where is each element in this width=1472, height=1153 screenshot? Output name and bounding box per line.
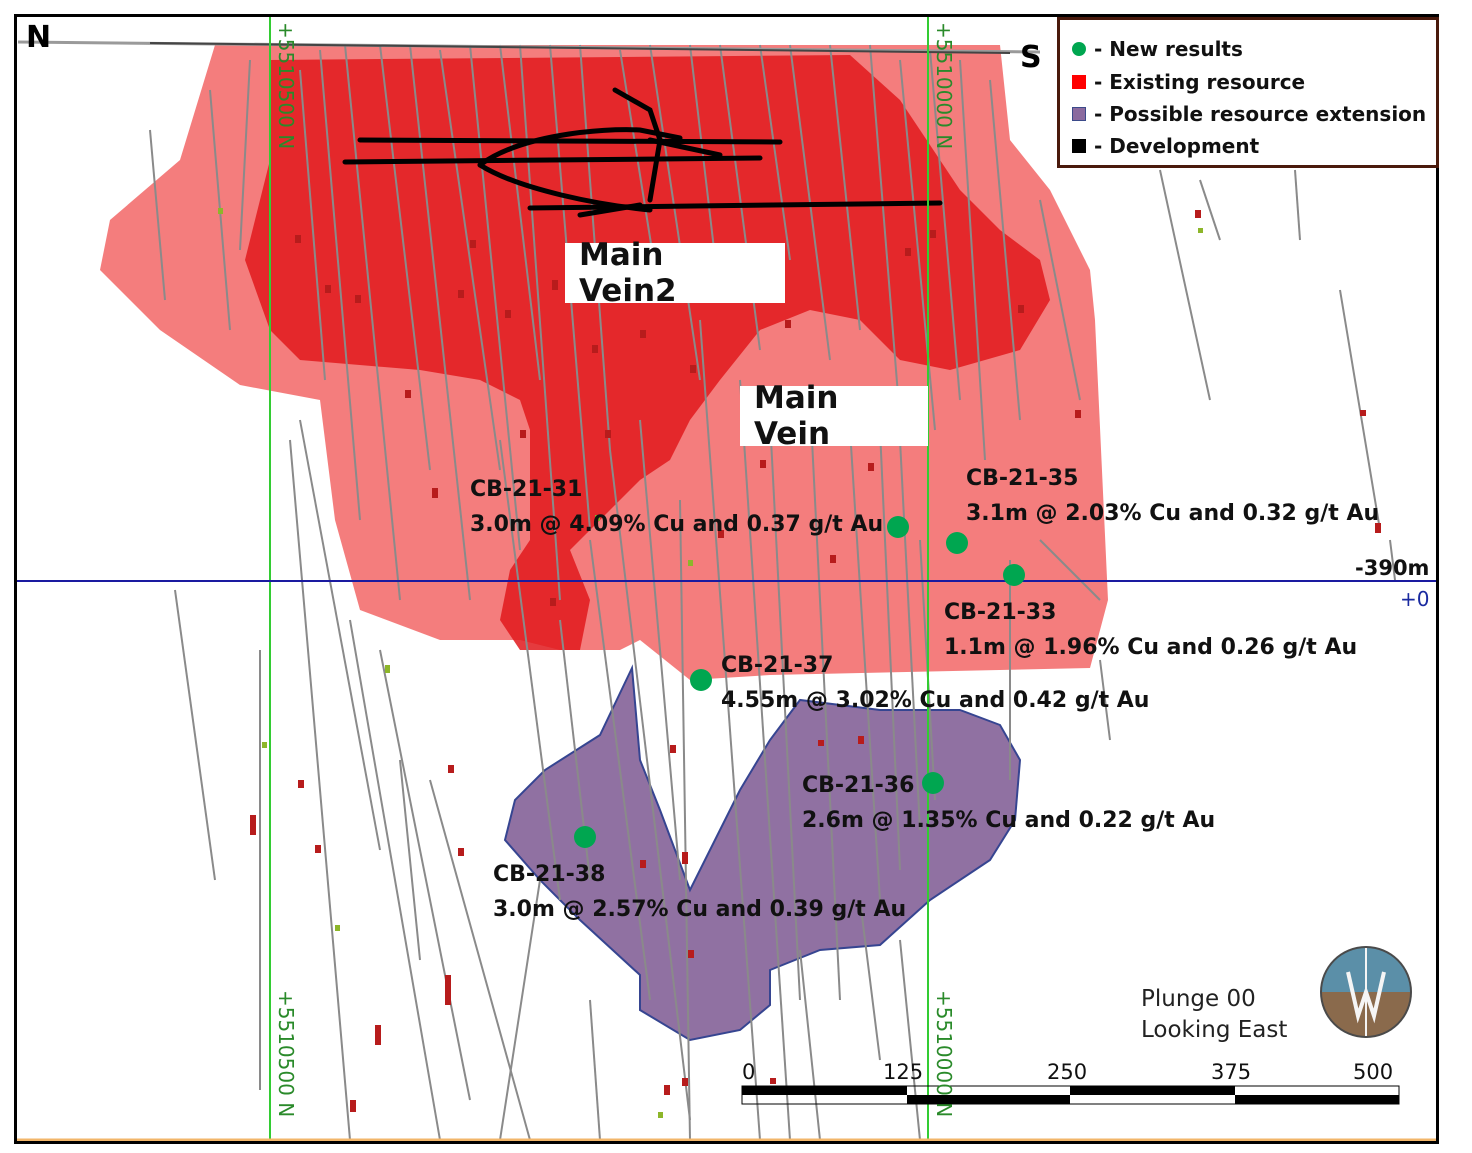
drill-hole-id: CB-21-38	[493, 862, 606, 887]
drill-hole-id: CB-21-37	[721, 653, 834, 678]
elevation-label: -390m	[1355, 556, 1430, 580]
legend-label: - New results	[1094, 37, 1243, 61]
elevation-sublabel: +0	[1400, 587, 1430, 611]
scale-tick-500: 500	[1353, 1060, 1394, 1084]
grid-label-5510000-bottom: +5510000 N	[932, 990, 956, 1118]
drill-hole-result: 2.6m @ 1.35% Cu and 0.22 g/t Au	[802, 808, 1216, 833]
drill-hole-result: 3.0m @ 4.09% Cu and 0.37 g/t Au	[470, 512, 884, 537]
point-cb-21-37	[690, 669, 712, 691]
drill-hole-label-cb-21-38: CB-21-38 3.0m @ 2.57% Cu and 0.39 g/t Au	[493, 857, 906, 927]
view-direction: Looking East	[1141, 1017, 1288, 1043]
drill-hole-label-cb-21-33: CB-21-33 1.1m @ 1.96% Cu and 0.26 g/t Au	[944, 595, 1357, 665]
drill-hole-label-cb-21-36: CB-21-36 2.6m @ 1.35% Cu and 0.22 g/t Au	[802, 768, 1215, 838]
legend: - New results - Existing resource - Poss…	[1057, 17, 1439, 168]
development-workings	[342, 87, 943, 218]
legend-item-existing-resource: - Existing resource	[1072, 67, 1305, 97]
red-square-icon	[1072, 75, 1086, 89]
scale-tick-125: 125	[883, 1060, 924, 1084]
grid-label-5510500-bottom: +5510500 N	[274, 990, 298, 1118]
drill-hole-result: 4.55m @ 3.02% Cu and 0.42 g/t Au	[721, 688, 1150, 713]
drill-hole-id: CB-21-31	[470, 477, 583, 502]
legend-label: - Possible resource extension	[1094, 102, 1427, 126]
view-plunge: Plunge 00	[1141, 986, 1256, 1012]
drill-hole-id: CB-21-35	[966, 466, 1079, 491]
drill-hole-id: CB-21-36	[802, 773, 915, 798]
legend-label: - Development	[1094, 134, 1260, 158]
point-cb-21-35	[946, 532, 968, 554]
drill-hole-label-cb-21-35: CB-21-35 3.1m @ 2.03% Cu and 0.32 g/t Au	[966, 461, 1379, 531]
legend-item-possible-extension: - Possible resource extension	[1072, 99, 1426, 129]
black-square-icon	[1072, 139, 1086, 153]
surface-line-dark	[149, 42, 1011, 54]
south-label: S	[1020, 40, 1042, 75]
vein-label-main-vein2: Main Vein2	[565, 237, 785, 309]
green-dot-icon	[1072, 42, 1086, 56]
drill-hole-id: CB-21-33	[944, 600, 1057, 625]
legend-item-development: - Development	[1072, 131, 1259, 161]
assay-markers	[250, 210, 1381, 1112]
grid-label-5510000-top: +5510000 N	[932, 22, 956, 150]
point-cb-21-31	[887, 516, 909, 538]
legend-label: - Existing resource	[1094, 70, 1306, 94]
purple-square-icon	[1072, 107, 1086, 121]
scale-bar	[741, 1085, 1400, 1105]
scale-tick-375: 375	[1211, 1060, 1252, 1084]
new-result-points	[574, 516, 1025, 848]
drill-hole-result: 3.0m @ 2.57% Cu and 0.39 g/t Au	[493, 897, 907, 922]
possible-resource-extension-zone	[503, 664, 1022, 1042]
drill-hole-label-cb-21-37: CB-21-37 4.55m @ 3.02% Cu and 0.42 g/t A…	[721, 648, 1149, 718]
north-label: N	[26, 20, 52, 55]
map-frame	[14, 14, 1439, 1144]
point-cb-21-38	[574, 826, 596, 848]
point-cb-21-33	[1003, 564, 1025, 586]
assay-markers-minor	[218, 208, 1203, 1118]
legend-item-new-results: - New results	[1072, 34, 1243, 64]
grid-label-5510500-top: +5510500 N	[274, 22, 298, 150]
drill-hole-result: 1.1m @ 1.96% Cu and 0.26 g/t Au	[944, 635, 1358, 660]
scale-tick-0: 0	[742, 1060, 756, 1084]
vein-label-main-vein: Main Vein	[740, 380, 928, 452]
view-annotation: Plunge 00 Looking East	[1141, 984, 1287, 1046]
drill-hole-label-cb-21-31: CB-21-31 3.0m @ 4.09% Cu and 0.37 g/t Au	[470, 472, 883, 542]
scale-tick-250: 250	[1047, 1060, 1088, 1084]
point-cb-21-36	[922, 772, 944, 794]
drill-hole-result: 3.1m @ 2.03% Cu and 0.32 g/t Au	[966, 501, 1380, 526]
